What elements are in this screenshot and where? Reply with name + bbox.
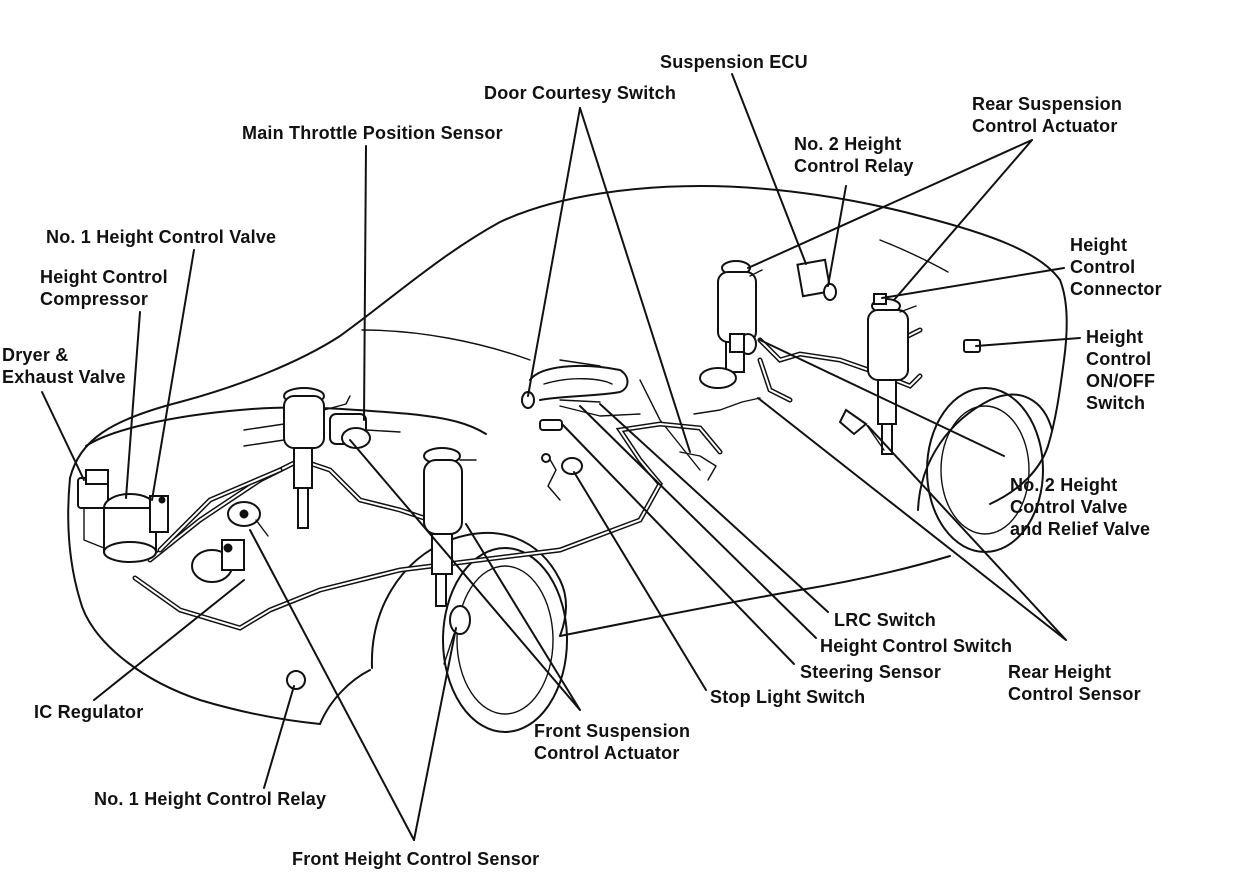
label-dryer-exhaust-valve: Dryer & Exhaust Valve xyxy=(2,344,126,388)
label-line: and Relief Valve xyxy=(1010,519,1151,539)
front-height-control-sensor-left xyxy=(227,501,269,537)
air-piping xyxy=(132,327,923,631)
suspension-ecu-part xyxy=(796,258,837,301)
height-control-compressor-assembly xyxy=(77,469,169,563)
label-rear-height-control-sensor: Rear Height Control Sensor xyxy=(1008,661,1141,705)
label-line: Switch xyxy=(1086,393,1146,413)
label-ic-regulator: IC Regulator xyxy=(34,702,144,722)
front-right-actuator xyxy=(423,447,477,607)
label-front-height-control-sensor: Front Height Control Sensor xyxy=(292,849,540,869)
throttle-body xyxy=(329,413,401,449)
label-height-control-onoff-switch: Height Control ON/OFF Switch xyxy=(1086,326,1155,414)
label-line: Exhaust Valve xyxy=(2,367,126,387)
label-main-throttle-position-sensor: Main Throttle Position Sensor xyxy=(242,123,503,143)
label-rear-suspension-control-actuator: Rear Suspension Control Actuator xyxy=(972,93,1122,137)
leader-lines xyxy=(41,73,1081,841)
label-height-control-switch: Height Control Switch xyxy=(820,636,1013,656)
label-line: No. 2 Height xyxy=(794,134,902,154)
label-line: Control Actuator xyxy=(972,116,1118,136)
height-control-connector-part xyxy=(873,293,887,305)
label-no1-height-control-relay: No. 1 Height Control Relay xyxy=(94,789,327,809)
label-line: Control Sensor xyxy=(1008,684,1141,704)
label-line: Height xyxy=(1070,235,1128,255)
label-no2-height-control-relay: No. 2 Height Control Relay xyxy=(794,133,914,177)
label-line: Control Actuator xyxy=(534,743,680,763)
stop-light-switch-part xyxy=(541,453,583,501)
label-line: No. 2 Height xyxy=(1010,475,1118,495)
label-line: Rear Suspension xyxy=(972,94,1123,114)
label-line: Control xyxy=(1086,349,1152,369)
label-line: Height xyxy=(1086,327,1144,347)
label-door-courtesy-switch: Door Courtesy Switch xyxy=(484,83,677,103)
no1-height-control-relay xyxy=(286,670,306,690)
no2-height-control-valve-part xyxy=(729,333,757,355)
front-left-actuator xyxy=(243,387,351,529)
label-line: Control xyxy=(1070,257,1136,277)
label-height-control-compressor: Height Control Compressor xyxy=(40,266,168,310)
dashboard-area xyxy=(521,364,641,431)
label-no1-height-control-valve: No. 1 Height Control Valve xyxy=(46,227,277,247)
label-line: Rear Height xyxy=(1008,662,1112,682)
rear-left-actuator xyxy=(699,260,763,389)
label-steering-sensor: Steering Sensor xyxy=(800,662,942,682)
label-height-control-connector: Height Control Connector xyxy=(1070,234,1162,300)
front-height-control-sensor-right xyxy=(443,605,471,665)
label-line: Dryer & xyxy=(2,345,69,365)
label-no2-height-control-valve-relief: No. 2 Height Control Valve and Relief Va… xyxy=(1010,474,1150,540)
alternator xyxy=(191,539,245,583)
label-line: Connector xyxy=(1070,279,1162,299)
label-line: Control Valve xyxy=(1010,497,1128,517)
wire-harness xyxy=(679,397,761,481)
rear-right-actuator xyxy=(867,298,917,455)
label-line: Compressor xyxy=(40,289,149,309)
label-lrc-switch: LRC Switch xyxy=(834,610,937,630)
label-line: Height Control xyxy=(40,267,168,287)
label-suspension-ecu: Suspension ECU xyxy=(660,52,808,72)
label-line: Front Suspension xyxy=(534,721,691,741)
label-line: Control Relay xyxy=(794,156,914,176)
label-stop-light-switch: Stop Light Switch xyxy=(710,687,866,707)
label-front-suspension-control-actuator: Front Suspension Control Actuator xyxy=(534,720,690,764)
label-line: ON/OFF xyxy=(1086,371,1156,391)
